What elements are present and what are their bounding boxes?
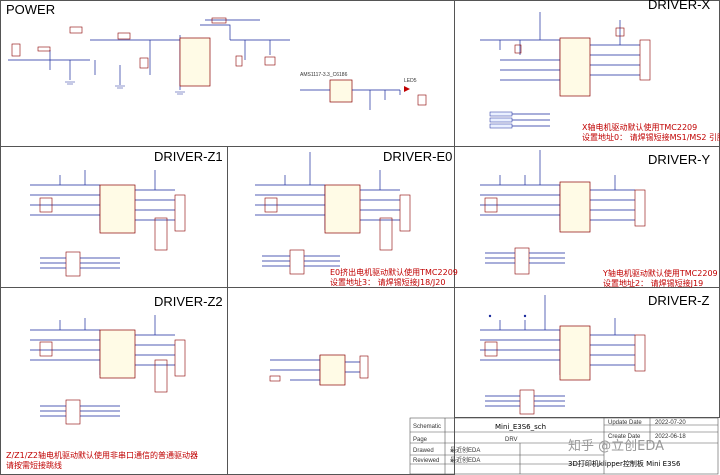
tb-reviewed-label: Reviewed xyxy=(413,458,439,464)
led-resistor xyxy=(417,94,427,106)
driver-y-note2: 设置地址2： 请焊锡短接J19 xyxy=(603,278,703,288)
tb-drawed-label: Drawed xyxy=(413,448,434,454)
tb-schematic-value: Mini_E3S6_sch xyxy=(495,423,546,431)
driver-e0-note1: E0挤出电机驱动默认使用TMC2209 xyxy=(330,267,458,277)
driver-e0-motor-connector xyxy=(399,194,411,232)
driver-x-chip xyxy=(559,37,591,97)
driver-z2-note1: Z/Z1/Z2轴电机驱动默认使用非串口通信的普通驱动器 xyxy=(6,450,198,460)
driver-x-note1: X轴电机驱动默认使用TMC2209 xyxy=(582,122,697,132)
driver-x-resistor xyxy=(514,44,522,54)
driver-y-dip xyxy=(514,247,530,275)
power-frame xyxy=(0,0,455,147)
driver-y-chip xyxy=(559,181,591,233)
driver-e0-jumper-block xyxy=(379,217,393,251)
driver-z2-heading: DRIVER-Z2 xyxy=(154,294,223,309)
driver-z2-jumper xyxy=(39,341,53,357)
usb-connector xyxy=(359,355,369,379)
driver-z-jumper xyxy=(484,341,498,357)
driver-y-motor-connector xyxy=(634,189,646,227)
driver-z2-note2: 请按需短接跳线 xyxy=(6,460,62,470)
driver-z2-jumper-block xyxy=(154,359,168,393)
driver-z-motor-connector xyxy=(634,334,646,372)
led-symbol xyxy=(404,86,410,92)
test-point-1 xyxy=(488,314,492,318)
driver-e0-circuit: E0挤出电机驱动默认使用TMC2209 设置地址3： 请焊锡短接J18/J20 xyxy=(255,152,458,287)
driver-z1-motor-connector xyxy=(174,194,186,232)
usb-chip xyxy=(319,354,346,386)
tb-board-title: 3D打印机klipper控制板 Mini E3S6 xyxy=(568,459,681,468)
driver-z2-chip xyxy=(99,329,136,379)
test-point-2 xyxy=(523,314,527,318)
tvs-diode xyxy=(117,32,131,40)
driver-x-capacitor xyxy=(615,27,625,37)
tb-create-label: Create Date xyxy=(608,434,641,440)
inductor xyxy=(211,17,227,24)
driver-z-dip xyxy=(519,389,535,415)
capacitor-in xyxy=(139,57,149,69)
driver-z1-jumper xyxy=(39,197,53,213)
driver-z2-circuit: Z/Z1/Z2轴电机驱动默认使用非串口通信的普通驱动器 请按需短接跳线 xyxy=(6,315,198,470)
driver-e0-note2: 设置地址3： 请焊锡短接J18/J20 xyxy=(330,277,445,287)
mosfet-q xyxy=(69,26,83,34)
tb-drawed-value: 最近创EDA xyxy=(450,446,480,454)
driver-e0-dip xyxy=(289,249,305,275)
driver-z1-jumper-block xyxy=(154,217,168,251)
tb-page-label: Page xyxy=(413,437,428,443)
usb-resistor xyxy=(269,375,281,382)
driver-x-net2 xyxy=(489,117,513,123)
watermark: 知乎 @立创EDA xyxy=(568,438,664,454)
usb-circuit xyxy=(269,314,527,386)
driver-x-motor-connector xyxy=(639,39,651,81)
driver-z1-dip xyxy=(65,251,81,277)
tb-update-value: 2022-07-20 xyxy=(655,420,686,426)
power-heading: POWER xyxy=(6,2,55,17)
driver-z2-dip xyxy=(65,399,81,425)
driver-e0-heading: DRIVER-E0 xyxy=(383,149,452,164)
title-block xyxy=(409,417,719,475)
driver-z1-chip xyxy=(99,184,136,234)
driver-z1-circuit xyxy=(30,170,186,277)
driver-z1-heading: DRIVER-Z1 xyxy=(154,149,223,164)
driver-z-chip xyxy=(559,325,591,381)
driver-y-heading: DRIVER-Y xyxy=(648,152,710,167)
ams1117-regulator xyxy=(329,79,353,103)
driver-e0-jumper xyxy=(264,197,278,213)
ams-label: AMS1117-3.3_C6186 xyxy=(300,72,348,78)
title-block-frame xyxy=(409,417,719,475)
driver-x-heading: DRIVER-X xyxy=(648,0,710,12)
driver-x-net3 xyxy=(489,123,513,129)
power-jack xyxy=(11,43,21,57)
driver-z2-motor-connector xyxy=(174,339,186,377)
driver-y-circuit: Y轴电机驱动默认使用TMC2209 设置地址2： 请焊锡短接J19 xyxy=(480,150,718,288)
driver-x-note2: 设置地址0： 请焊锡短接MS1/MS2 引脚 xyxy=(582,132,720,142)
driver-e0-chip xyxy=(324,184,361,234)
capacitor-bulk xyxy=(264,56,276,66)
led-label: LED5 xyxy=(404,78,417,84)
tb-update-label: Update Date xyxy=(608,420,642,426)
driver-z-heading: DRIVER-Z xyxy=(648,293,709,308)
tb-reviewed-value: 最近创EDA xyxy=(450,456,480,464)
driver-y-jumper xyxy=(484,197,498,213)
tb-page-value: DRV xyxy=(505,437,518,443)
driver-x-net1 xyxy=(489,111,513,117)
capacitor-out xyxy=(235,55,243,67)
tb-create-value: 2022-06-18 xyxy=(655,434,686,440)
power-circuit: AMS1117-3.3_C6186 LED5 xyxy=(8,17,427,110)
driver-z2-frame xyxy=(0,287,228,475)
buck-regulator-chip xyxy=(179,37,211,87)
driver-z-circuit xyxy=(480,295,646,415)
fuse xyxy=(37,46,51,52)
driver-x-circuit: X轴电机驱动默认使用TMC2209 设置地址0： 请焊锡短接MS1/MS2 引脚 xyxy=(480,12,720,142)
tb-schematic-label: Schematic xyxy=(413,424,441,430)
driver-y-note1: Y轴电机驱动默认使用TMC2209 xyxy=(602,268,718,278)
